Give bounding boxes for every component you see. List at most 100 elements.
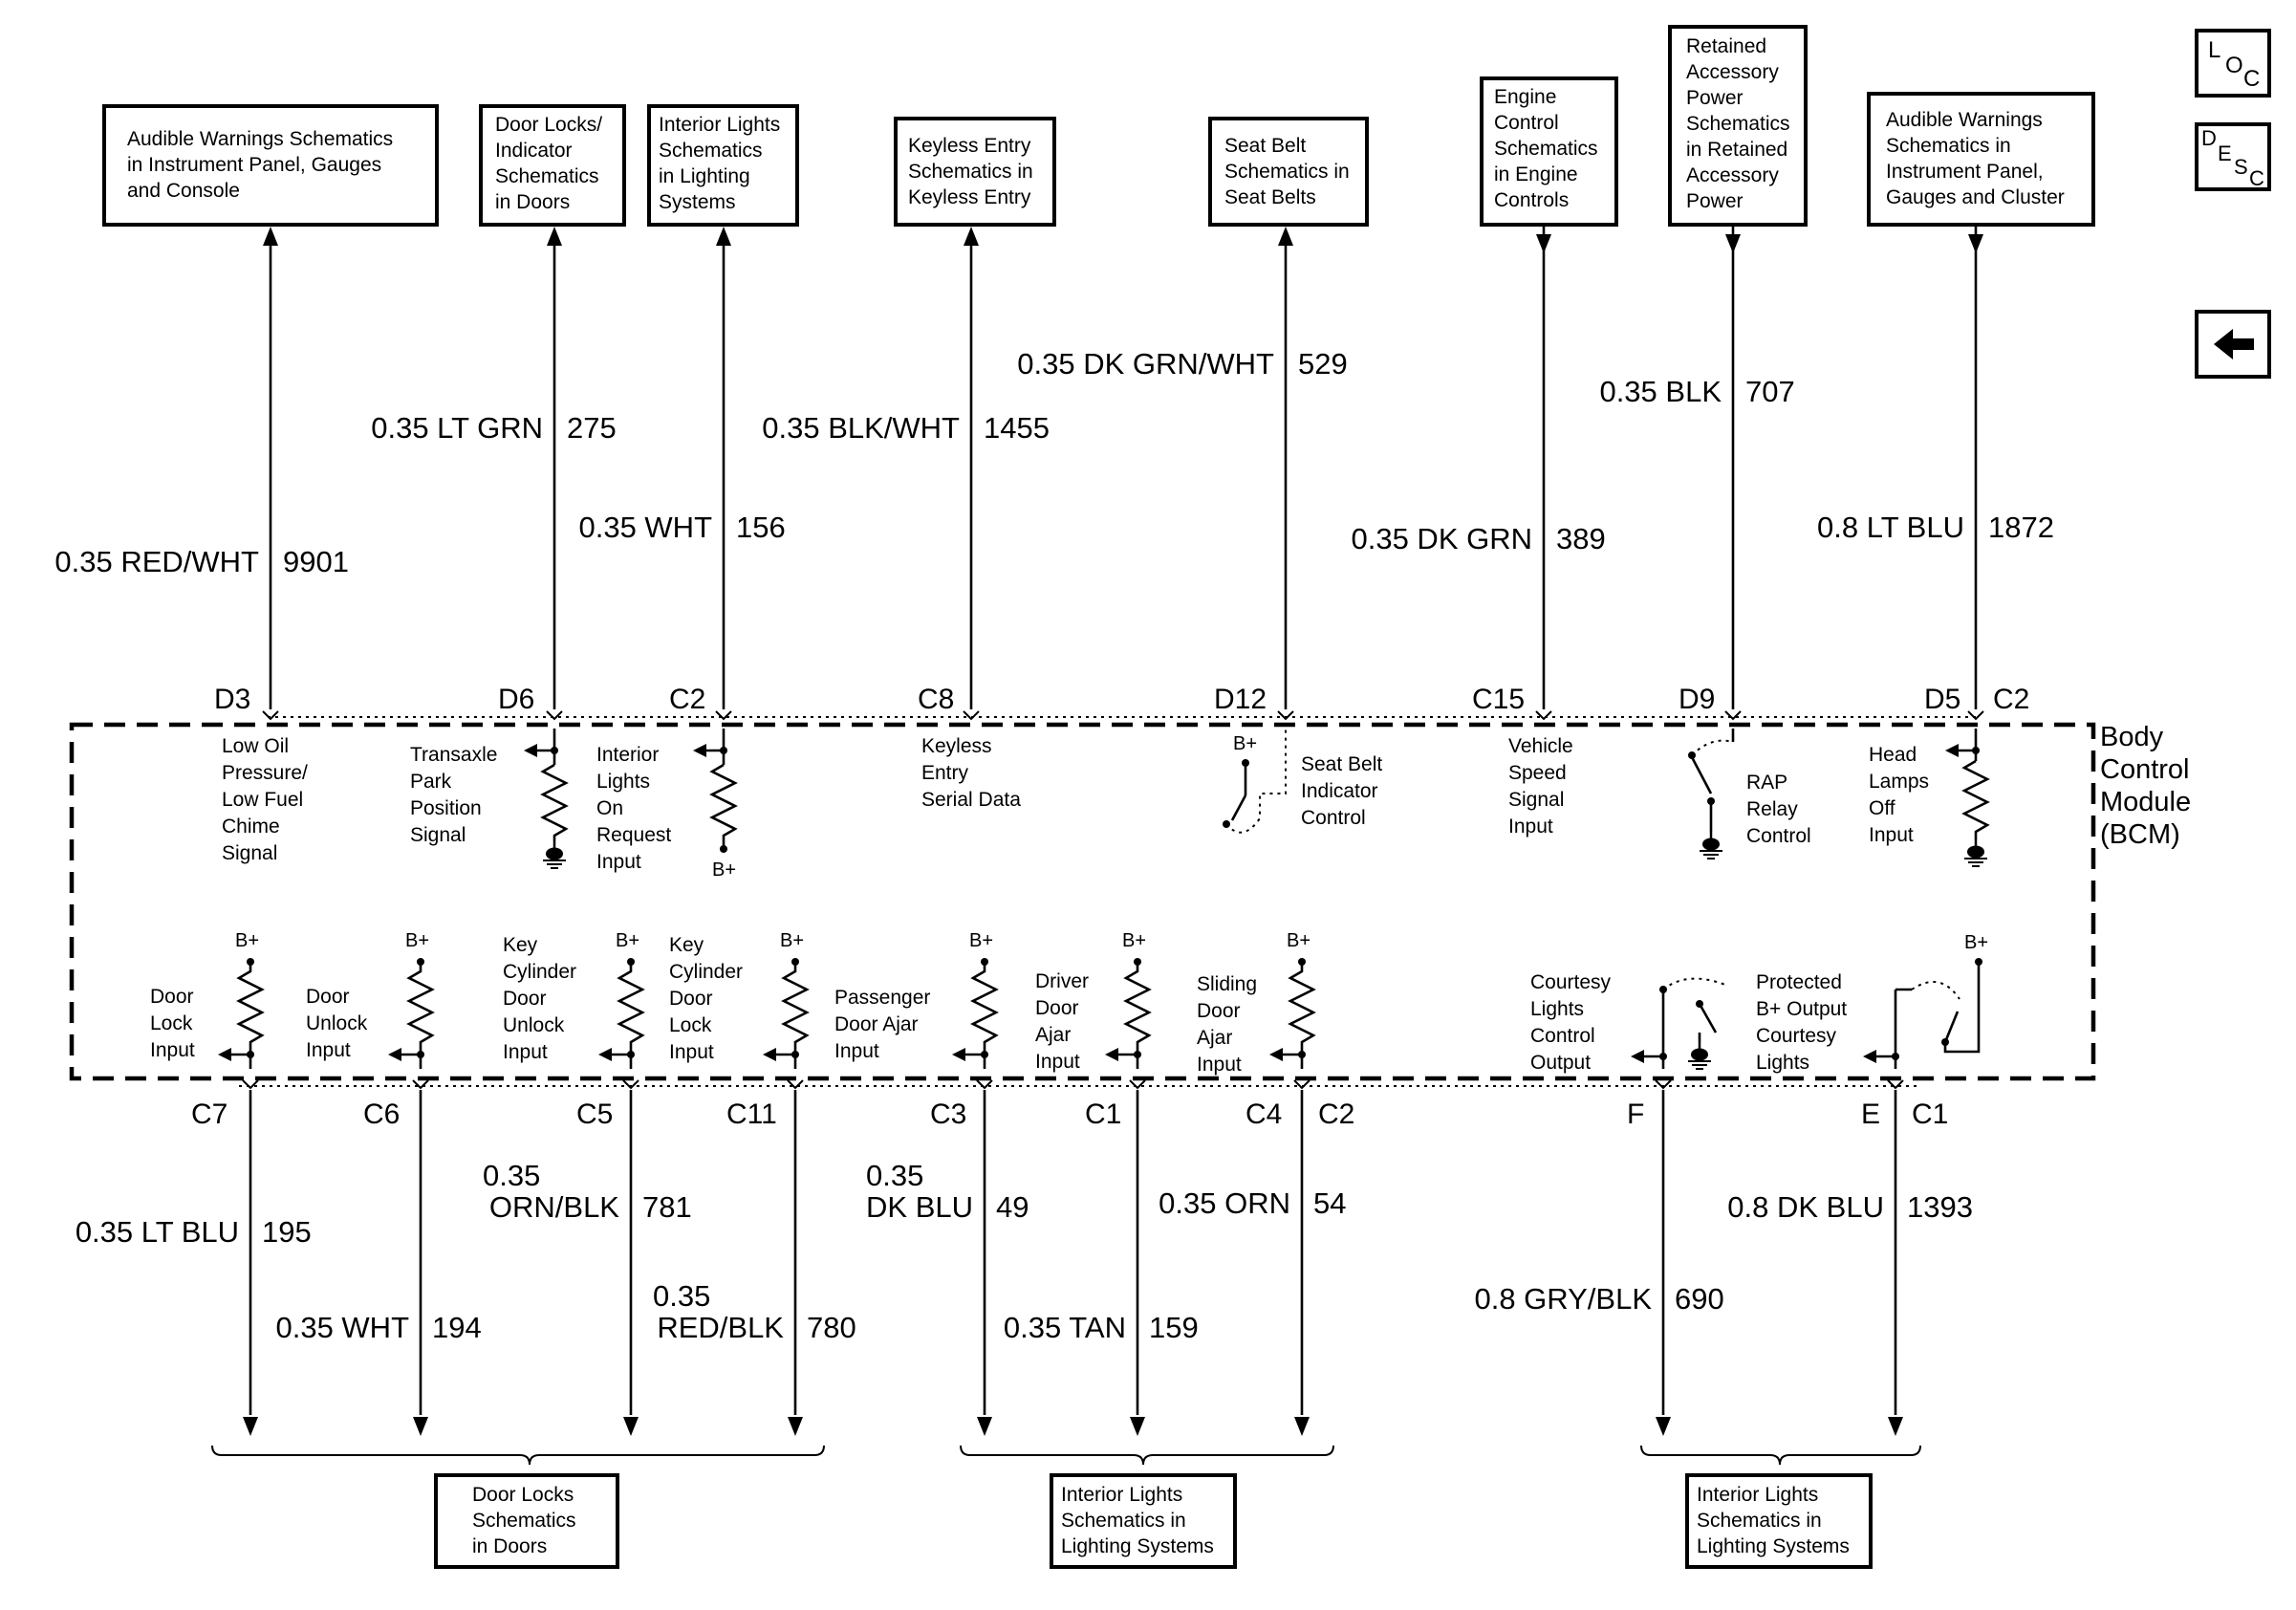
ref-text: Control [1494, 112, 1559, 134]
module-label-line: Module [2100, 787, 2191, 817]
circuit-number: 49 [996, 1190, 1029, 1224]
signal-label: Key [669, 934, 704, 956]
ref-text: Instrument Panel, [1886, 161, 2044, 183]
ref-text: Power [1686, 190, 1744, 212]
ref-box-keyless-entry[interactable]: Keyless Entry Schematics in Keyless Entr… [894, 117, 1056, 227]
ref-box-interior-lights[interactable]: Interior Lights Schematics in Lighting S… [647, 104, 799, 227]
signal-label: Interior [596, 744, 659, 766]
circuit-number: 159 [1149, 1311, 1199, 1344]
ref-text: Schematics [472, 1510, 576, 1532]
ref-box-door-locks-bottom[interactable]: Door Locks Schematics in Doors [434, 1473, 619, 1569]
connector-label: C2 [1318, 1099, 1354, 1130]
ref-text: Systems [659, 191, 736, 213]
pin-label: D9 [1679, 684, 1715, 715]
ref-text: Interior Lights [659, 114, 780, 136]
top-pin-labels: D3 D6 C2 C8 D12 C15 D9 D5 C2 [214, 684, 2029, 715]
signal-label: Door Ajar [834, 1013, 919, 1035]
ref-text: in Engine [1494, 163, 1578, 185]
pin-label: E [1861, 1099, 1880, 1130]
desc-icon[interactable]: D E S C [2195, 122, 2271, 191]
signal-label: Pressure/ [222, 762, 308, 784]
ref-box-engine-controls[interactable]: Engine Control Schematics in Engine Cont… [1480, 76, 1618, 227]
desc-letter: S [2234, 155, 2248, 179]
circuit-number: 1455 [984, 411, 1050, 445]
ref-box-audible-warnings-cluster[interactable]: Audible Warnings Schematics in Instrumen… [1867, 92, 2095, 227]
signal-label: Unlock [503, 1014, 565, 1036]
ref-text: Schematics in [1224, 161, 1350, 183]
ref-text: Accessory [1686, 61, 1779, 83]
signal-label: Courtesy [1530, 971, 1612, 993]
wire-color-label: 0.35 [653, 1279, 710, 1313]
signal-label: Lock [669, 1014, 712, 1036]
circuit-number: 780 [807, 1311, 856, 1344]
ref-text: Accessory [1686, 164, 1779, 186]
module-label-line: (BCM) [2100, 819, 2180, 850]
bplus-label: B+ [712, 859, 736, 881]
ref-text: Engine [1494, 86, 1556, 108]
circuit-number: 275 [567, 411, 617, 445]
circuit-number: 194 [432, 1311, 482, 1344]
connector-label: C1 [1912, 1099, 1948, 1130]
signal-label: Input [306, 1039, 351, 1061]
back-arrow-icon[interactable] [2195, 310, 2271, 379]
signal-label: Door [1035, 997, 1079, 1019]
signal-label: Unlock [306, 1012, 368, 1034]
ref-text: in Retained [1686, 139, 1787, 161]
signal-label: Door [150, 986, 194, 1008]
signal-label: Off [1869, 797, 1895, 819]
signal-label: Control [1301, 807, 1366, 829]
wire-color-label: 0.35 WHT [275, 1311, 409, 1344]
bplus-label: B+ [780, 930, 804, 951]
signal-label: Indicator [1301, 780, 1378, 802]
bplus-label: B+ [1287, 930, 1310, 951]
connector-label: C2 [1993, 684, 2029, 715]
pin-label: C15 [1472, 684, 1525, 715]
pin-label: D5 [1924, 684, 1960, 715]
signal-label: Door [669, 988, 713, 1010]
ref-box-retained-accessory-power[interactable]: Retained Accessory Power Schematics in R… [1668, 25, 1808, 227]
signal-label: Lamps [1869, 771, 1929, 793]
signal-label: Head [1869, 744, 1917, 766]
ref-box-seat-belt[interactable]: Seat Belt Schematics in Seat Belts [1208, 117, 1369, 227]
signal-label: Input [150, 1039, 195, 1061]
pin-label: D3 [214, 684, 250, 715]
ref-text: Controls [1494, 189, 1569, 211]
signal-label: Relay [1746, 798, 1798, 820]
circuit-number: 1393 [1907, 1190, 1973, 1224]
ref-box-interior-lights-bottom-2[interactable]: Interior Lights Schematics in Lighting S… [1685, 1473, 1873, 1569]
signal-label: Door [306, 986, 350, 1008]
signal-label: Control [1530, 1025, 1595, 1047]
signal-label: RAP [1746, 772, 1787, 794]
bottom-pin-labels: C7 C6 C5 C11 C3 C1 C4 C2 F E C1 [191, 1099, 1948, 1130]
loc-letter: L [2208, 37, 2220, 63]
loc-icon[interactable]: L O C [2195, 29, 2271, 98]
signal-label: Park [410, 771, 452, 793]
ref-text: Gauges and Cluster [1886, 186, 2065, 208]
ref-text: Power [1686, 87, 1744, 109]
signal-label: Position [410, 797, 482, 819]
signal-label: Driver [1035, 970, 1089, 992]
upper-signal-labels: Low Oil Pressure/ Low Fuel Chime Signal … [222, 735, 1929, 873]
top-wire-labels: 0.35 RED/WHT 9901 0.35 LT GRN 275 0.35 W… [54, 347, 2054, 578]
signal-label: Passenger [834, 987, 930, 1009]
signal-label: Door [503, 988, 547, 1010]
signal-label: Door [1197, 1000, 1241, 1022]
ref-box-interior-lights-bottom-1[interactable]: Interior Lights Schematics in Lighting S… [1050, 1473, 1237, 1569]
desc-letter: E [2218, 141, 2232, 165]
pin-label: C1 [1085, 1099, 1121, 1130]
loc-letter: O [2225, 53, 2243, 78]
pin-label: D6 [498, 684, 534, 715]
wire-color-label: RED/BLK [657, 1311, 784, 1344]
signal-label: Low Oil [222, 735, 289, 757]
signal-label: Chime [222, 816, 280, 838]
circuit-number: 529 [1298, 347, 1348, 381]
pin-label: C11 [726, 1099, 777, 1130]
ref-box-door-locks[interactable]: Door Locks/ Indicator Schematics in Door… [479, 104, 626, 227]
ref-box-audible-warnings[interactable]: Audible Warnings Schematics in Instrumen… [102, 104, 439, 227]
signal-label: Input [1869, 824, 1914, 846]
ref-text: Schematics [659, 140, 763, 162]
signal-label: On [596, 797, 623, 819]
ref-text: Schematics in [1697, 1510, 1822, 1532]
signal-label: Lights [1530, 998, 1584, 1020]
